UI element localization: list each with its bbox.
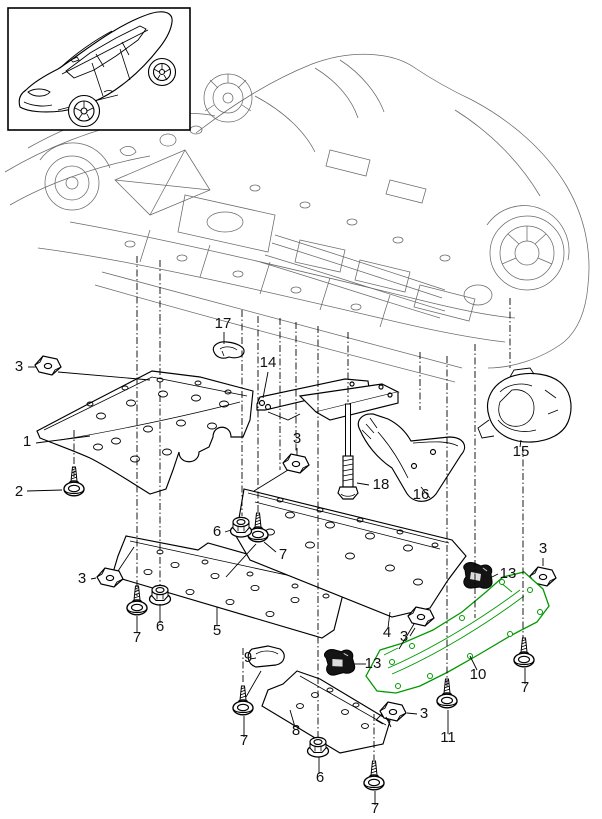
callout-7[interactable]: 7 xyxy=(240,732,248,749)
callout-3[interactable]: 3 xyxy=(15,358,23,375)
callout-6[interactable]: 6 xyxy=(156,618,164,635)
callout-5[interactable]: 5 xyxy=(213,622,221,639)
part-7-screw[interactable] xyxy=(363,760,385,791)
callout-13[interactable]: 13 xyxy=(365,655,382,672)
part-13-plastic-clip[interactable] xyxy=(323,646,357,677)
callout-10[interactable]: 10 xyxy=(470,666,487,683)
callout-3[interactable]: 3 xyxy=(293,430,301,447)
callout-7[interactable]: 7 xyxy=(279,546,287,563)
callout-18[interactable]: 18 xyxy=(373,476,390,493)
callout-4[interactable]: 4 xyxy=(383,624,391,641)
callout-3[interactable]: 3 xyxy=(400,628,408,645)
callout-8[interactable]: 8 xyxy=(292,722,300,739)
callout-9[interactable]: 9 xyxy=(244,649,252,666)
part-13-plastic-clip[interactable] xyxy=(463,561,493,589)
rear-wheel xyxy=(147,57,177,87)
part-17-retaining-clip[interactable] xyxy=(212,341,245,359)
part-9-bracket[interactable] xyxy=(247,645,285,668)
ghost-underbody-wireframe xyxy=(4,53,590,383)
part-3-clip[interactable] xyxy=(34,355,62,376)
callout-13[interactable]: 13 xyxy=(500,565,517,582)
part-4-side-underbody-panel[interactable] xyxy=(235,488,467,618)
callout-14[interactable]: 14 xyxy=(260,354,277,371)
callout-7[interactable]: 7 xyxy=(133,629,141,646)
part-15-wheel-housing-cover[interactable] xyxy=(477,367,572,443)
callout-labels: 17 3 14 1 2 3 18 16 15 6 7 3 13 3 6 7 5 … xyxy=(15,315,547,817)
front-wheel xyxy=(67,94,101,128)
leader-lines xyxy=(26,256,544,805)
vehicle-inset xyxy=(7,7,191,131)
callout-6[interactable]: 6 xyxy=(213,523,221,540)
part-6-nut[interactable] xyxy=(229,516,253,538)
part-7-screw[interactable] xyxy=(513,637,535,668)
callout-3[interactable]: 3 xyxy=(539,540,547,557)
callout-3[interactable]: 3 xyxy=(420,705,428,722)
part-8-rear-underbody-panel[interactable] xyxy=(261,670,391,754)
part-14-support-bracket[interactable] xyxy=(256,378,400,421)
callout-15[interactable]: 15 xyxy=(513,443,530,460)
callout-17[interactable]: 17 xyxy=(215,315,232,332)
callout-7[interactable]: 7 xyxy=(521,679,529,696)
callout-7[interactable]: 7 xyxy=(371,800,379,817)
part-3-clip[interactable] xyxy=(379,701,407,722)
mirror xyxy=(70,56,80,63)
part-1-front-underbody-panel[interactable] xyxy=(36,370,254,495)
callout-3[interactable]: 3 xyxy=(78,570,86,587)
part-16-tunnel-cover[interactable] xyxy=(357,413,466,502)
part-6-nut[interactable] xyxy=(148,584,172,606)
callout-6[interactable]: 6 xyxy=(316,769,324,786)
callout-1[interactable]: 1 xyxy=(23,433,31,450)
part-6-nut[interactable] xyxy=(306,736,330,758)
part-3-clip[interactable] xyxy=(96,567,124,588)
car-line-art xyxy=(18,11,177,128)
part-10-highlighted-underbody-panel[interactable] xyxy=(365,571,550,694)
headlight xyxy=(27,88,51,97)
callout-16[interactable]: 16 xyxy=(413,486,430,503)
callout-2[interactable]: 2 xyxy=(15,483,23,500)
part-3-clip[interactable] xyxy=(282,453,310,474)
callout-11[interactable]: 11 xyxy=(440,729,456,746)
part-18-bolt[interactable] xyxy=(337,403,359,500)
